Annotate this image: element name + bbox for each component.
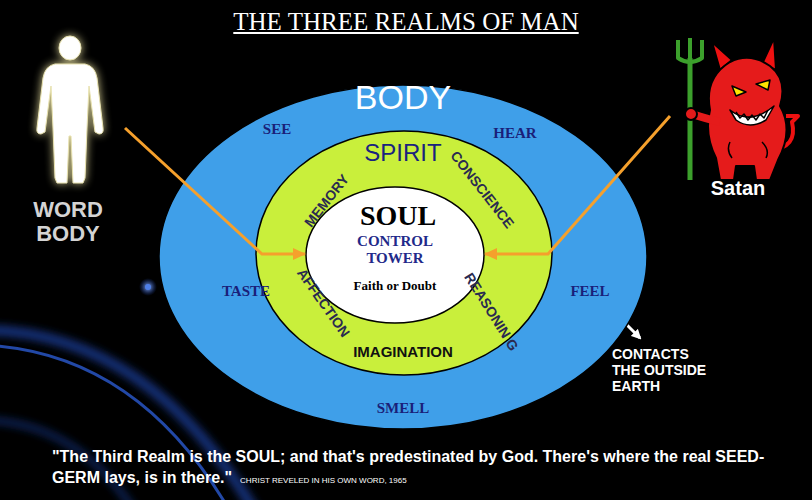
title: THE THREE REALMS OF MAN (0, 8, 812, 36)
node-text: MEMORY (302, 172, 353, 231)
satan-figure (678, 38, 798, 180)
node-text: HEAR (493, 125, 536, 142)
glow-dot (145, 284, 151, 290)
node-text: CONTROL TOWER (350, 233, 440, 266)
figure-node: Satan (670, 30, 805, 205)
node-text: Faith or Doubt (354, 279, 437, 293)
spirit-ellipse: SOULCONTROL TOWER Faith or Doubt SPIRIT MEM… (255, 130, 553, 376)
node-text: SMELL (377, 400, 430, 417)
node-text: FEEL (570, 283, 609, 300)
note-label: CONTACTS THE OUTSIDE EARTH (612, 346, 712, 394)
node-text: BODY (355, 79, 451, 116)
caption-box: "The Third Realm is the SOUL; and that's… (52, 447, 772, 489)
node-text: AFFECTION (294, 266, 353, 340)
node-text: TASTE (222, 283, 270, 300)
ellipse (159, 85, 647, 429)
figure-node: WORD BODY (15, 28, 125, 250)
word-body-figure (37, 36, 103, 183)
ellipse (256, 131, 552, 375)
node-text: CONSCIENCE (447, 148, 517, 231)
node-text: SOUL (360, 201, 436, 232)
node-text: SPIRIT (364, 140, 441, 166)
node-text: SEE (263, 121, 291, 138)
node-text: WORD BODY (28, 198, 108, 246)
source-label: CHRIST REVELED IN HIS OWN WORD, 1965 (240, 476, 407, 485)
caption: "The Third Realm is the SOUL; and that's… (52, 448, 764, 486)
body-ellipse: SOULCONTROL TOWER Faith or Doubt SPIRIT MEM… (158, 84, 648, 430)
glow-dot (139, 278, 157, 296)
node-text: Satan (711, 177, 765, 199)
node-text: REASONIN G (461, 270, 521, 353)
node-text: IMAGINATION (353, 344, 453, 361)
